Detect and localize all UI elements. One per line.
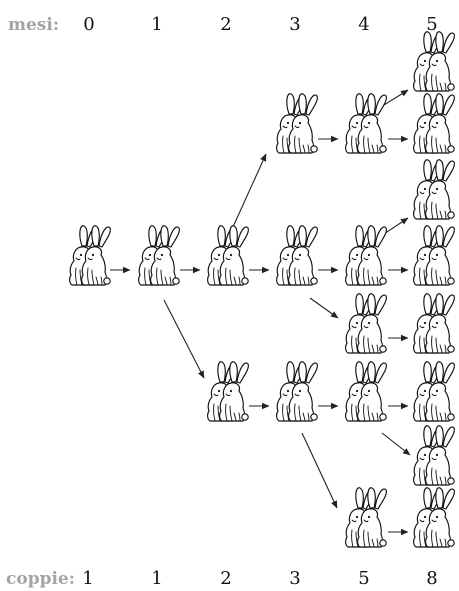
- arrow-icon: [164, 300, 204, 378]
- month-3: 3: [289, 14, 300, 35]
- pairs-2: 2: [220, 568, 231, 589]
- rabbit-pair-icon: [414, 226, 455, 285]
- rabbit-pair-icon: [277, 94, 318, 153]
- rabbit-pair-icon: [346, 294, 387, 353]
- arrow-icon: [310, 298, 338, 318]
- pairs-row: 1 1 2 3 5 8: [82, 568, 437, 589]
- rabbit-pair-icon: [346, 94, 387, 153]
- rabbit-pairs: [70, 32, 455, 547]
- rabbit-pair-icon: [277, 226, 318, 285]
- rabbit-pair-icon: [208, 362, 249, 421]
- pairs-3: 3: [289, 568, 300, 589]
- rabbit-pair-icon: [208, 226, 249, 285]
- month-4: 4: [358, 14, 369, 35]
- pairs-0: 1: [82, 568, 93, 589]
- rabbit-pair-icon: [70, 226, 111, 285]
- rabbit-pair-icon: [414, 94, 455, 153]
- arrow-icon: [382, 433, 410, 455]
- rabbit-pair-icon: [414, 32, 455, 91]
- pairs-5: 8: [426, 568, 437, 589]
- pairs-4: 5: [358, 568, 369, 589]
- arrow-icon: [302, 433, 337, 508]
- pairs-1: 1: [151, 568, 162, 589]
- rabbit-pair-icon: [346, 488, 387, 547]
- pairs-label: coppie:: [6, 569, 75, 589]
- rabbit-pair-icon: [139, 226, 180, 285]
- month-1: 1: [151, 14, 162, 35]
- rabbit-pair-icon: [346, 362, 387, 421]
- rabbit-pair-icon: [414, 294, 455, 353]
- rabbit-pair-icon: [414, 362, 455, 421]
- rabbit-pair-icon: [277, 362, 318, 421]
- month-0: 0: [83, 14, 94, 35]
- month-row: 0 1 2 3 4 5: [83, 14, 437, 35]
- months-label: mesi:: [8, 15, 59, 35]
- month-2: 2: [220, 14, 231, 35]
- rabbit-pair-icon: [414, 160, 455, 219]
- rabbit-pair-icon: [346, 226, 387, 285]
- rabbit-pair-icon: [414, 488, 455, 547]
- rabbit-pair-icon: [414, 426, 455, 485]
